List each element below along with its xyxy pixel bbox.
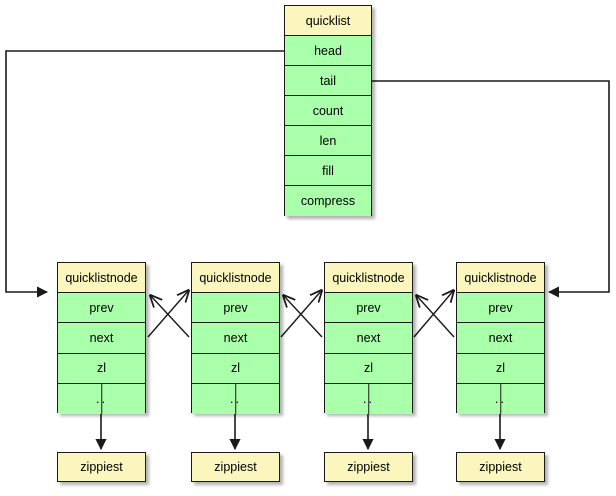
- quicklistnode-1-divider: [234, 383, 237, 414]
- quicklistnode-3-divider: [499, 383, 502, 414]
- quicklistnode-1-field-prev: prev: [192, 293, 279, 324]
- quicklist-struct: quicklist head tail count len fill compr…: [284, 5, 372, 216]
- quicklist-field-count: count: [285, 96, 371, 126]
- quicklistnode-1: quicklistnode prev next zl ..: [191, 262, 280, 414]
- quicklistnode-0-field-next: next: [58, 323, 145, 354]
- quicklistnode-1-field-more: ..: [192, 383, 279, 414]
- quicklistnode-1-header: quicklistnode: [192, 263, 279, 294]
- quicklistnode-1-field-zl: zl: [192, 353, 279, 384]
- ziplist-2-label: zippiest: [347, 460, 390, 474]
- quicklistnode-2-field-zl: zl: [325, 353, 412, 384]
- ziplist-3-label: zippiest: [479, 460, 522, 474]
- wire-node2-next-to-node3: [413, 290, 454, 338]
- quicklistnode-3-field-zl: zl: [457, 353, 544, 384]
- quicklistnode-0-header: quicklistnode: [58, 263, 145, 294]
- ziplist-0: zippiest: [57, 452, 146, 482]
- quicklist-field-tail: tail: [285, 66, 371, 96]
- quicklist-field-head: head: [285, 36, 371, 66]
- ziplist-2: zippiest: [324, 452, 413, 482]
- quicklistnode-3: quicklistnode prev next zl ..: [456, 262, 545, 414]
- quicklistnode-2-field-more: ..: [325, 383, 412, 414]
- quicklistnode-0-field-prev: prev: [58, 293, 145, 324]
- quicklistnode-0-field-more: ..: [58, 383, 145, 414]
- wire-node0-next-to-node1: [147, 290, 189, 338]
- quicklist-field-compress: compress: [285, 186, 371, 216]
- ziplist-3: zippiest: [456, 452, 545, 482]
- quicklistnode-2-field-prev: prev: [325, 293, 412, 324]
- quicklist-field-fill: fill: [285, 156, 371, 186]
- wire-tail-to-node3: [372, 80, 610, 298]
- quicklist-field-len: len: [285, 126, 371, 156]
- quicklistnode-2-divider: [367, 383, 370, 414]
- wire-node2-prev-to-node1: [283, 295, 323, 338]
- wire-head-to-node0: [5, 50, 284, 298]
- wire-node1-next-to-node2: [280, 290, 322, 338]
- wire-node3-prev-to-node2: [416, 295, 455, 338]
- quicklistnode-2-field-next: next: [325, 323, 412, 354]
- quicklistnode-3-field-next: next: [457, 323, 544, 354]
- ziplist-1-label: zippiest: [214, 460, 257, 474]
- wire-node1-prev-to-node0: [150, 295, 190, 338]
- quicklistnode-0-divider: [100, 383, 103, 414]
- quicklistnode-1-field-next: next: [192, 323, 279, 354]
- quicklist-header: quicklist: [285, 6, 371, 36]
- quicklistnode-3-field-prev: prev: [457, 293, 544, 324]
- quicklistnode-0-field-zl: zl: [58, 353, 145, 384]
- quicklistnode-2-header: quicklistnode: [325, 263, 412, 294]
- quicklistnode-2: quicklistnode prev next zl ..: [324, 262, 413, 414]
- quicklistnode-3-field-more: ..: [457, 383, 544, 414]
- ziplist-0-label: zippiest: [80, 460, 123, 474]
- quicklistnode-3-header: quicklistnode: [457, 263, 544, 294]
- quicklistnode-0: quicklistnode prev next zl ..: [57, 262, 146, 414]
- ziplist-1: zippiest: [191, 452, 280, 482]
